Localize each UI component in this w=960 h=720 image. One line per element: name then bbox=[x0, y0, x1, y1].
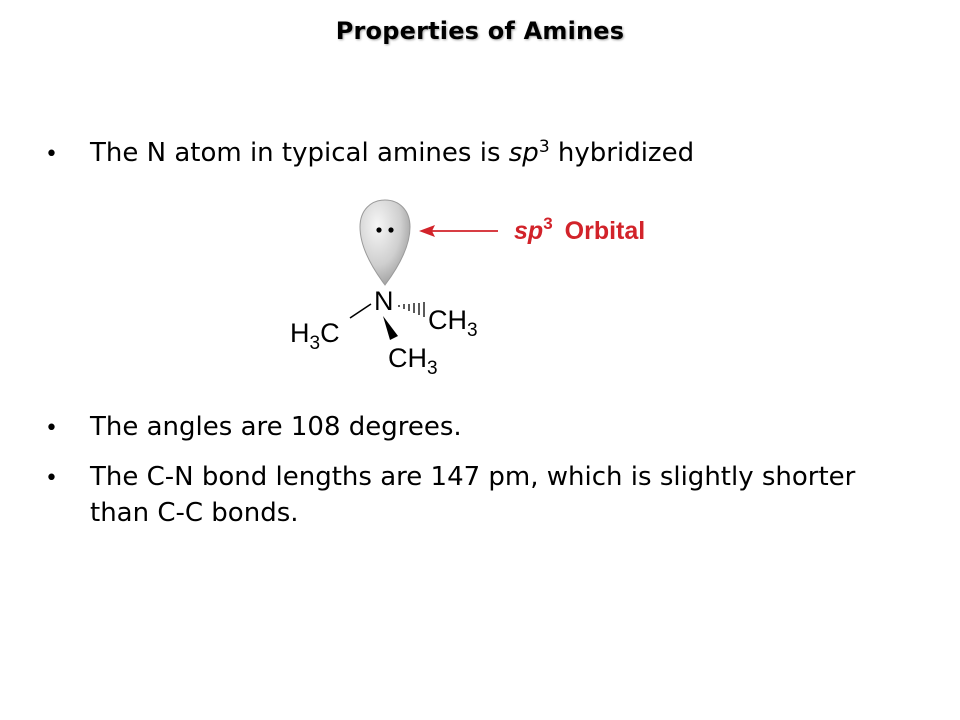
bullet-angles: The angles are 108 degrees. bbox=[90, 412, 462, 442]
right-methyl-subscript: 3 bbox=[467, 320, 478, 341]
bullet-text-superscript: 3 bbox=[538, 137, 550, 157]
lone-pair-dot bbox=[388, 227, 394, 233]
bullet-marker: • bbox=[45, 416, 58, 441]
bottom-methyl-subscript: 3 bbox=[427, 358, 438, 379]
left-methyl-h: H bbox=[290, 318, 310, 348]
left-methyl-c: C bbox=[320, 318, 340, 348]
orbital-label: sp3 Orbital bbox=[514, 214, 645, 245]
bullet-sp3-hybridized: The N atom in typical amines is sp3 hybr… bbox=[90, 135, 890, 171]
sp3-orbital-lobe bbox=[359, 199, 411, 286]
lone-pair-dot bbox=[376, 227, 382, 233]
bullet-marker: • bbox=[45, 142, 58, 167]
nitrogen-atom: N bbox=[374, 286, 394, 316]
bottom-methyl-ch: CH bbox=[388, 343, 427, 373]
right-methyl-group: CH3 bbox=[428, 305, 478, 341]
bullet-text-pre: The N atom in typical amines is bbox=[90, 138, 509, 168]
orbital-label-word: Orbital bbox=[565, 217, 646, 245]
orbital-label-superscript: 3 bbox=[543, 214, 552, 233]
left-methyl-group: H3C bbox=[290, 318, 340, 354]
right-methyl-ch: CH bbox=[428, 305, 467, 335]
orbital-arrow-head bbox=[419, 225, 435, 237]
left-methyl-subscript: 3 bbox=[310, 333, 321, 354]
slide-title: Properties of Amines bbox=[335, 17, 625, 45]
hashed-bond-right bbox=[398, 302, 425, 317]
bullet-bond-lengths: The C-N bond lengths are 147 pm, which i… bbox=[90, 462, 856, 528]
orbital-label-sp: sp bbox=[514, 217, 543, 245]
bond-left bbox=[349, 303, 372, 319]
bullet-marker: • bbox=[45, 466, 58, 491]
bottom-methyl-group: CH3 bbox=[388, 343, 438, 379]
bullet-text-post: hybridized bbox=[549, 138, 695, 168]
bullet-text-sp: sp bbox=[508, 138, 539, 168]
wedge-bond-bottom bbox=[383, 316, 398, 340]
